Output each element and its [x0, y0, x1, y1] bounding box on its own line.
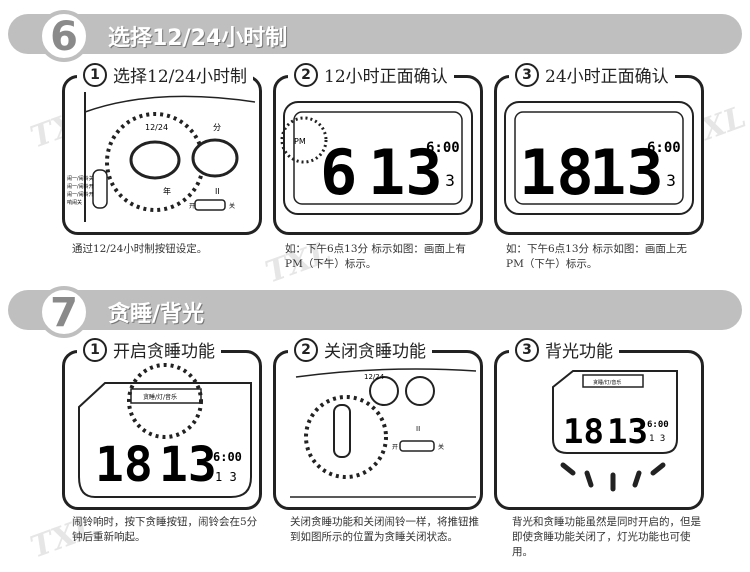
section-6-banner: 6 选择12/24小时制 [8, 10, 742, 62]
snooze-on-illustration: 贪睡/灯/音乐 18 13 6:00 1 3 [78, 363, 252, 498]
display-minute: 13 [607, 412, 648, 452]
display-minute: 13 [589, 136, 664, 209]
step-number: 3 [515, 337, 539, 362]
side-label: 闹一/闹铃开 [67, 183, 94, 190]
panel-6-2: 2 12小时正面确认 PM 6 13 6:00 1 3 [273, 62, 483, 235]
display-hour: 6 [320, 136, 357, 209]
panel-caption: 闹铃响时，按下贪睡按钮，闹铃会在5分钟后重新响起。 [72, 516, 258, 543]
step-number: 1 [83, 337, 107, 362]
display-date: 1 3 [649, 434, 665, 444]
panel-7-1: 1 开启贪睡功能 贪睡/灯/音乐 18 13 6:00 1 3 [62, 337, 262, 510]
panel-title: 开启贪睡功能 [113, 342, 215, 362]
step-number: 2 [294, 337, 318, 362]
section-6-title: 选择12/24小时制 [108, 26, 288, 51]
clock-front-24h-illustration: 18 13 6:00 1 3 [504, 101, 694, 215]
panel-caption: 如：下午6点13分 标示如图：画面上有PM（下午）标示。 [285, 243, 466, 270]
step-number: 3 [515, 62, 539, 87]
side-label: 闹一/闹铃关 [67, 175, 94, 182]
label-year: 年 [163, 186, 171, 196]
section-7-title: 贪睡/背光 [108, 302, 205, 327]
snooze-button-label: 贪睡/灯/音乐 [143, 393, 177, 401]
side-label: 响闹关 [67, 199, 82, 206]
snooze-off-illustration: 12/24 II 开 关 [290, 368, 477, 498]
label-on: 开 [189, 203, 195, 210]
panel-caption: 如：下午6点13分 标示如图：画面上无PM（下午）标示。 [506, 243, 687, 270]
panel-title: 24小时正面确认 [545, 67, 669, 87]
label-off: 关 [229, 202, 235, 210]
light-rays [560, 462, 666, 492]
panel-caption: 关闭贪睡功能和关闭闹铃一样，将推钮推到如图所示的位置为贪睡关闭状态。 [290, 516, 479, 543]
display-date: 1 3 [215, 470, 237, 484]
display-hour: 18 [563, 412, 604, 452]
panel-6-3: 3 24小时正面确认 18 13 6:00 1 3 [494, 62, 704, 235]
display-alarm: 6:00 [647, 420, 669, 430]
label-1224: 12/24 [364, 373, 385, 381]
label-ii: II [215, 187, 220, 196]
section-7-number: 7 [38, 286, 90, 338]
panel-title: 12小时正面确认 [324, 67, 448, 87]
panel-6-1: 1 选择12/24小时制 12/24 分 年 II 闹一/闹铃关 闹一/闹铃开 … [62, 62, 262, 235]
clock-back-illustration: 12/24 分 年 II 闹一/闹铃关 闹一/闹铃开 闹一/闹铃开 响闹关 开 … [67, 92, 256, 222]
side-label: 闹一/闹铃开 [67, 191, 94, 198]
clock-front-12h-illustration: PM 6 13 6:00 1 3 [280, 101, 473, 215]
display-alarm: 6:00 [426, 140, 460, 156]
snooze-button-label: 贪睡/灯/音乐 [593, 379, 621, 386]
panel-title: 背光功能 [545, 342, 613, 362]
display-date: 1 3 [426, 171, 455, 190]
label-1224: 12/24 [145, 123, 168, 132]
panel-7-3: 3 背光功能 贪睡/灯/音乐 18 13 6:00 1 3 [494, 337, 704, 510]
label-off: 关 [438, 443, 444, 451]
label-pm: PM [294, 137, 306, 146]
backlight-illustration: 贪睡/灯/音乐 18 13 6:00 1 3 [552, 370, 678, 492]
display-hour: 18 [519, 136, 594, 209]
step-number: 2 [294, 62, 318, 87]
display-hour: 18 [95, 437, 153, 493]
section-6-number: 6 [38, 10, 90, 62]
label-min: 分 [213, 123, 221, 132]
panel-caption: 背光和贪睡功能虽然是同时开启的，但是即使贪睡功能关闭了，灯光功能也可使用。 [512, 516, 701, 558]
step-number: 1 [83, 62, 107, 87]
display-date: 1 3 [647, 171, 676, 190]
display-minute: 13 [368, 136, 443, 209]
section-7-banner: 7 贪睡/背光 [8, 286, 742, 338]
label-ii: II [416, 425, 420, 433]
panel-7-2: 2 关闭贪睡功能 12/24 II 开 关 [273, 337, 483, 510]
panel-title: 选择12/24小时制 [113, 67, 247, 87]
display-alarm: 6:00 [647, 140, 681, 156]
label-on: 开 [392, 444, 398, 451]
panel-caption: 通过12/24小时制按钮设定。 [72, 243, 208, 255]
display-minute: 13 [159, 437, 217, 493]
display-alarm: 6:00 [213, 450, 242, 464]
panel-title: 关闭贪睡功能 [324, 342, 426, 362]
